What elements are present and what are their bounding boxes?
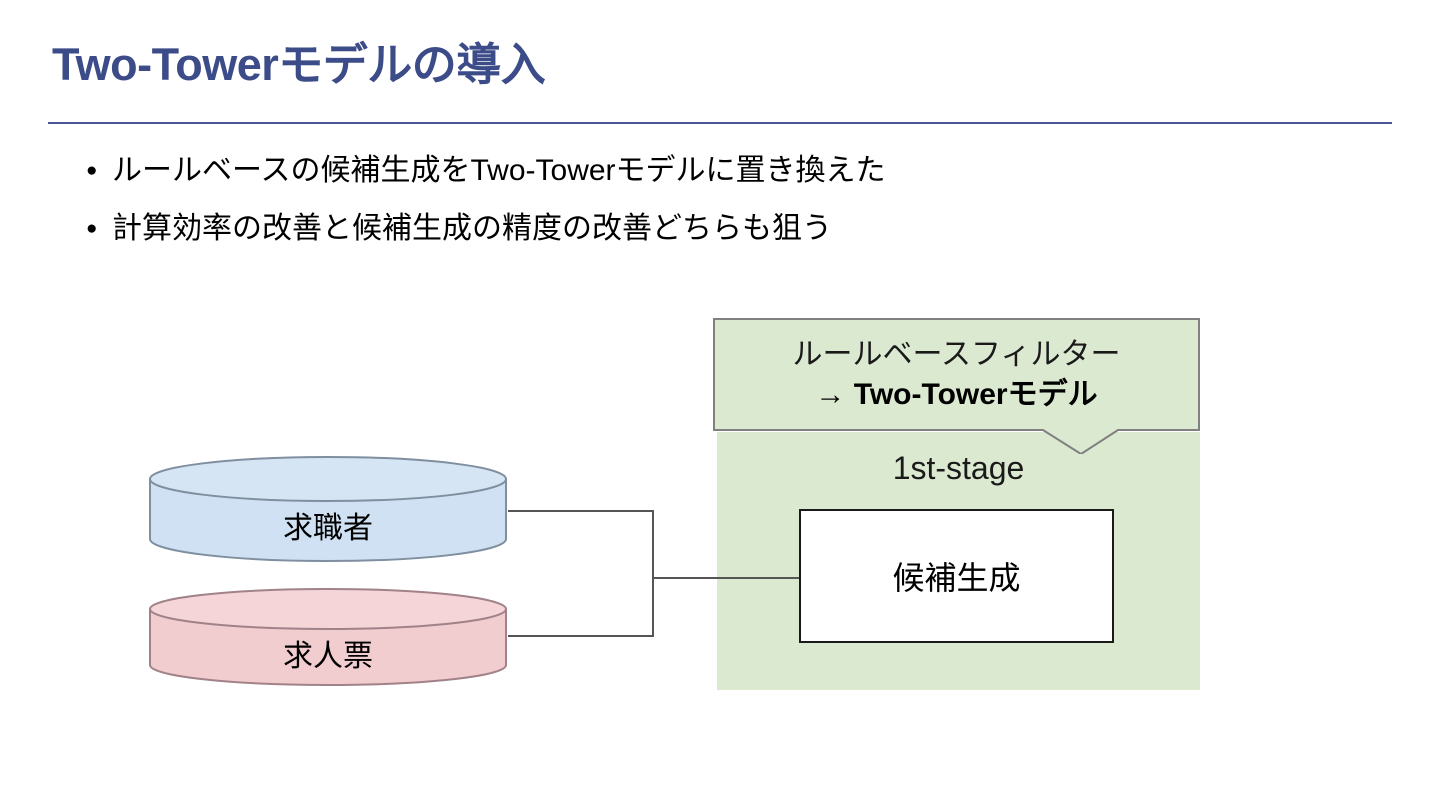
callout-line-1: ルールベースフィルター [792, 338, 1121, 371]
callout-text-group: ルールベースフィルター → Two-Towerモデル [713, 318, 1200, 431]
callout-bubble: ルールベースフィルター → Two-Towerモデル [713, 318, 1200, 454]
bullet-marker-icon: ● [86, 218, 98, 239]
datastore-cylinder-joblisting [149, 588, 507, 686]
bullet-text: ルールベースの候補生成をTwo-Towerモデルに置き換えた [112, 154, 886, 187]
connector-lines [508, 510, 800, 637]
bullet-text: 計算効率の改善と候補生成の精度の改善どちらも狙う [112, 212, 832, 245]
list-item: ● ルールベースの候補生成をTwo-Towerモデルに置き換えた [86, 148, 1286, 194]
stage-label: 1st-stage [892, 450, 1025, 486]
page-title: Two-Towerモデルの導入 [52, 39, 546, 90]
list-item: ● 計算効率の改善と候補生成の精度の改善どちらも狙う [86, 206, 1286, 252]
datastore-cylinder-jobseeker [149, 456, 507, 562]
datastore-label-joblisting: 求人票 [283, 640, 373, 673]
bullet-marker-icon: ● [86, 160, 98, 181]
callout-line-2: → Two-Towerモデル [815, 377, 1098, 411]
callout-shape-icon [713, 318, 1200, 454]
bullet-list: ● ルールベースの候補生成をTwo-Towerモデルに置き換えた ● 計算効率の… [86, 148, 1286, 264]
title-divider [48, 122, 1392, 124]
process-box: 候補生成 [799, 509, 1114, 643]
datastore-label-jobseeker: 求職者 [283, 512, 373, 545]
